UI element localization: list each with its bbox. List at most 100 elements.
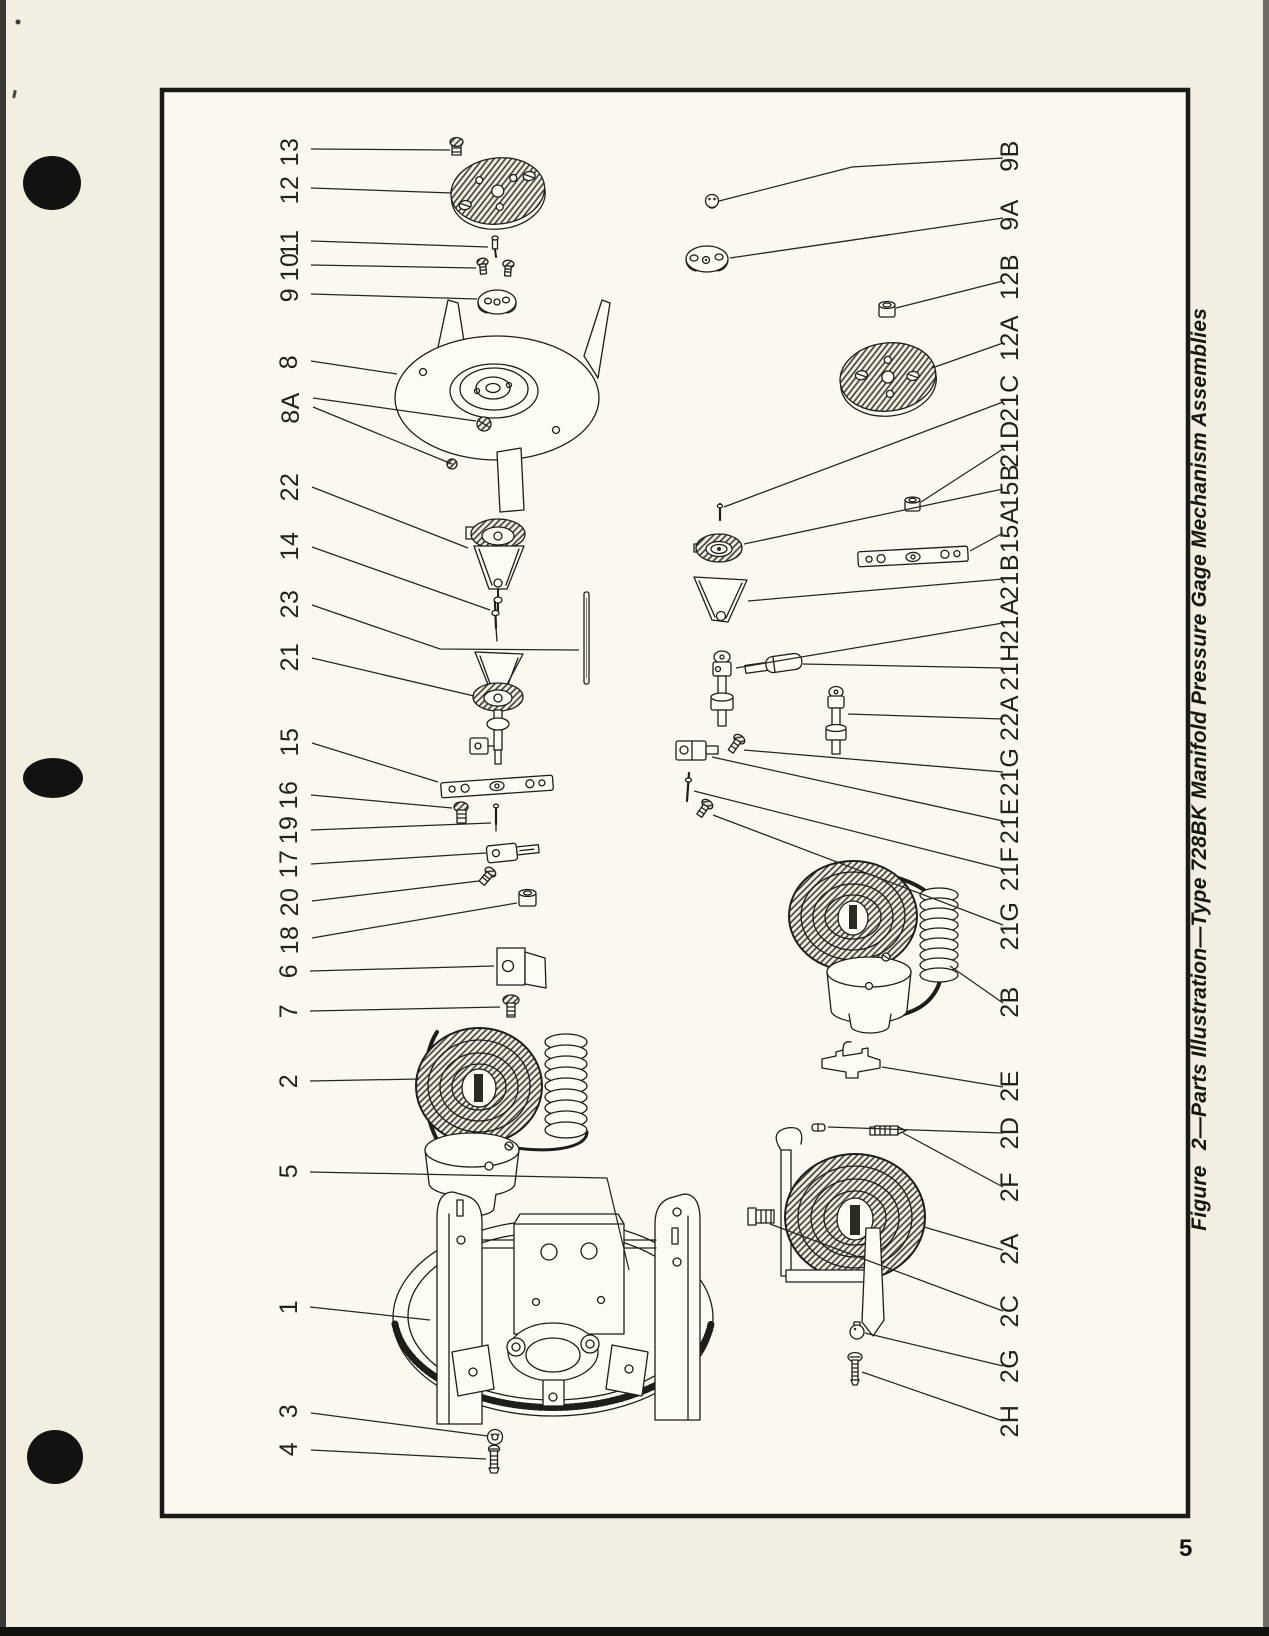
leader-line-8 (310, 360, 398, 375)
part-label-8: 8 (275, 355, 303, 369)
part-21d-nut (904, 496, 921, 512)
part-2h-screw (847, 1351, 863, 1386)
part-label-19: 19 (275, 816, 303, 845)
leader-line-15B (743, 488, 1004, 545)
part-label-1: 1 (275, 1300, 303, 1314)
part-label-5: 5 (275, 1164, 303, 1178)
page-number: 5 (1179, 1535, 1192, 1562)
part-label-20: 20 (276, 888, 304, 917)
part-label-22: 22 (276, 473, 304, 502)
part-label-9A: 9A (996, 199, 1024, 231)
part-label-21H: 21H (996, 643, 1024, 690)
part-2c-block (747, 1207, 775, 1226)
part-labels-layer: 13121110988A2214232115161917201867251349… (275, 138, 1024, 1460)
part-22a-staff (825, 685, 847, 755)
part-10-screws (476, 257, 515, 277)
leader-line-4 (310, 1449, 487, 1460)
scan-edge-right (1263, 0, 1269, 1636)
leader-line-2D (827, 1126, 1004, 1134)
scan-edge-bottom (0, 1627, 1269, 1636)
part-label-17: 17 (275, 850, 303, 879)
leader-line-9 (310, 293, 478, 300)
leader-line-19 (310, 822, 492, 831)
part-21f-pin (684, 771, 693, 803)
part-label-14: 14 (276, 532, 304, 561)
exploded-view-art (391, 136, 969, 1474)
part-2-diaphragm-assembly (415, 1027, 589, 1217)
punch-hole (27, 1430, 83, 1484)
part-9a-disc (685, 245, 729, 273)
part-label-21F: 21F (996, 847, 1024, 892)
leader-line-10 (310, 264, 477, 269)
leader-line-21C (723, 401, 1004, 508)
part-21c-pin (716, 502, 724, 522)
part-13-screw (449, 136, 464, 156)
part-12-cover-plate (450, 157, 546, 230)
part-19-pin (492, 803, 500, 832)
part-label-10: 10 (276, 253, 304, 282)
leader-line-14 (311, 546, 491, 611)
leader-line-15 (311, 742, 439, 783)
figure-caption-word: Figure (1188, 1165, 1211, 1230)
part-label-2G: 2G (996, 1349, 1024, 1383)
leader-line-23 (311, 604, 580, 651)
part-label-21D: 21D (996, 420, 1024, 467)
part-label-2A: 2A (996, 1233, 1024, 1265)
part-label-4: 4 (275, 1442, 303, 1456)
part-label-21C: 21C (996, 374, 1024, 421)
part-label-12B: 12B (996, 254, 1024, 300)
leader-line-1 (309, 1306, 431, 1321)
part-2e-clip (821, 1041, 881, 1079)
part-label-18: 18 (276, 926, 304, 955)
part-label-2C: 2C (996, 1295, 1024, 1328)
part-6-bracket (496, 947, 547, 989)
leader-line-12B (895, 280, 1004, 309)
leader-line-5 (309, 1171, 630, 1271)
part-12a-cover-plate (839, 342, 937, 417)
part-2a-diaphragm-assembly (775, 1126, 926, 1337)
part-label-12A: 12A (996, 315, 1024, 361)
leader-line-13 (310, 148, 451, 151)
part-label-15B: 15B (996, 464, 1024, 510)
leader-line-20 (311, 880, 480, 902)
part-label-2B: 2B (996, 986, 1024, 1018)
part-2d-sleeve (811, 1123, 826, 1132)
part-label-11: 11 (276, 230, 304, 257)
leader-line-16 (310, 794, 453, 809)
part-label-13: 13 (276, 138, 304, 167)
leader-line-22A (847, 713, 1004, 720)
part-7-screw (502, 994, 520, 1018)
leader-line-12 (310, 187, 453, 194)
leader-line-2F (902, 1132, 1004, 1188)
part-21b-fan-guard (693, 576, 748, 623)
part-label-21A: 21A (996, 598, 1024, 644)
part-21e-screw (727, 733, 746, 754)
part-17-collet (485, 842, 540, 864)
part-4-screw (487, 1444, 501, 1474)
part-label-21: 21 (276, 643, 304, 672)
part-1-case (391, 1191, 715, 1425)
part-9b-screw (704, 193, 720, 209)
part-label-6: 6 (275, 964, 303, 978)
part-3-nut (486, 1428, 504, 1446)
leader-line-21G (743, 749, 1004, 773)
part-label-23: 23 (276, 590, 304, 619)
leader-line-8A (312, 406, 453, 465)
punch-hole (23, 758, 83, 798)
leader-line-21A (735, 622, 1004, 669)
part-label-21G: 21G (996, 902, 1024, 951)
leader-line-7 (309, 1006, 501, 1012)
part-label-9: 9 (276, 288, 304, 302)
leader-line-11 (310, 240, 489, 248)
part-label-7: 7 (275, 1004, 303, 1018)
part-label-9B: 9B (996, 140, 1024, 172)
part-11-pin (491, 235, 499, 258)
part-label-8A: 8A (277, 392, 305, 424)
scan-speck (12, 89, 17, 99)
leader-line-6 (309, 965, 495, 972)
part-label-2: 2 (275, 1074, 303, 1088)
leader-line-2G (864, 1332, 1004, 1367)
part-label-3: 3 (275, 1404, 303, 1418)
